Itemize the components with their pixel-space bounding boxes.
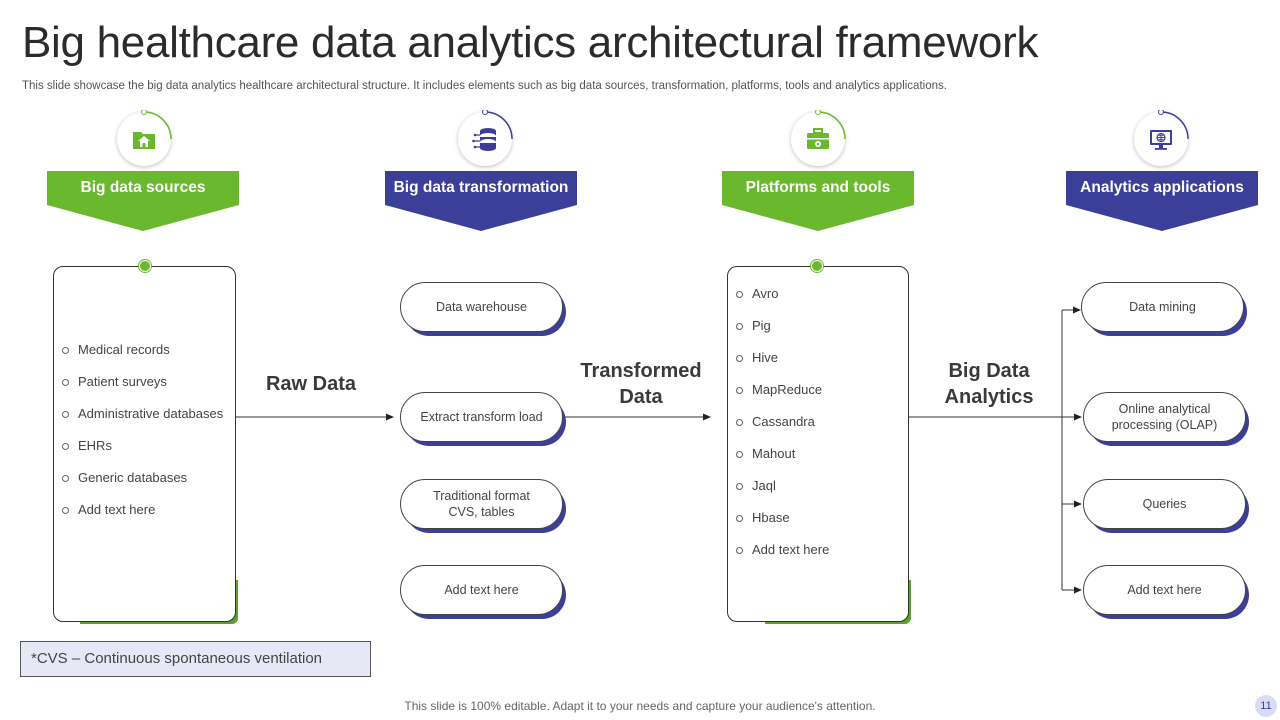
header-ribbon-applications: Analytics applications: [1066, 171, 1258, 233]
list-item: Jaql: [728, 470, 908, 502]
page-title: Big healthcare data analytics architectu…: [22, 18, 1039, 67]
circle-ring: [815, 110, 846, 140]
application-pill: Add text here: [1083, 565, 1246, 615]
list-item: Pig: [728, 310, 908, 342]
circle-ring: [482, 110, 513, 140]
flow-label-big-data-analytics: Big Data Analytics: [944, 360, 1034, 408]
application-pill: Queries: [1083, 479, 1246, 529]
folder-home-icon: [133, 132, 155, 149]
pill-label: Queries: [1142, 497, 1187, 511]
list-item: Administrative databases: [54, 398, 235, 430]
application-pill: Data mining: [1081, 282, 1244, 332]
circle-ring: [1158, 110, 1189, 140]
list-item: Mahout: [728, 438, 908, 470]
transformation-pill: Extract transform load: [400, 392, 563, 442]
list-item: Avro: [728, 278, 908, 310]
list-item: Medical records: [54, 334, 235, 366]
database-icon: [472, 128, 496, 151]
header-circle-sources: [117, 110, 172, 166]
header-circle-transformation: [458, 110, 513, 166]
pill-label: Data warehouse: [435, 300, 528, 314]
footer-text: This slide is 100% editable. Adapt it to…: [404, 699, 876, 713]
pill-label: Add text here: [1127, 583, 1202, 597]
monitor-globe-icon: [1150, 130, 1172, 150]
header-label-sources: Big data sources: [80, 179, 206, 196]
transformation-pill: Data warehouse: [400, 282, 563, 332]
header-ribbon-transformation: Big data transformation: [385, 171, 577, 233]
list-item: Add text here: [728, 534, 908, 566]
header-circle-applications: [1134, 110, 1189, 166]
pill-label: Traditional format CVS, tables: [433, 489, 530, 519]
list-item: Add text here: [54, 494, 235, 526]
list-item: EHRs: [54, 430, 235, 462]
header-label-platforms: Platforms and tools: [745, 179, 891, 196]
connector-dot: [811, 260, 823, 272]
circle-ring: [141, 110, 172, 140]
pill-label: Online analytical processing (OLAP): [1111, 402, 1218, 432]
header-label-transformation: Big data transformation: [393, 179, 569, 196]
list-item: Patient surveys: [54, 366, 235, 398]
page-subtitle: This slide showcase the big data analyti…: [22, 80, 947, 92]
sources-list: Medical records Patient surveys Administ…: [54, 334, 235, 526]
pill-label: Data mining: [1129, 300, 1196, 314]
flow-label-raw-data: Raw Data: [265, 373, 357, 395]
sources-box: Medical records Patient surveys Administ…: [53, 266, 236, 622]
header-label-applications: Analytics applications: [1080, 179, 1244, 196]
list-item: Hive: [728, 342, 908, 374]
header-ribbon-sources: Big data sources: [47, 171, 239, 233]
header-circle-platforms: [791, 110, 846, 166]
page-number: 11: [1255, 695, 1277, 717]
connector-dot: [139, 260, 151, 272]
list-item: Generic databases: [54, 462, 235, 494]
platforms-list: Avro Pig Hive MapReduce Cassandra Mahout…: [728, 278, 908, 566]
list-item: MapReduce: [728, 374, 908, 406]
list-item: Cassandra: [728, 406, 908, 438]
footnote-box: *CVS – Continuous spontaneous ventilatio…: [20, 641, 371, 677]
transformation-pill: Traditional format CVS, tables: [400, 479, 563, 529]
list-item: Hbase: [728, 502, 908, 534]
flow-label-transformed-data: Transformed Data: [580, 360, 702, 408]
transformation-pill: Add text here: [400, 565, 563, 615]
application-pill: Online analytical processing (OLAP): [1083, 392, 1246, 442]
toolbox-icon: [807, 128, 829, 149]
pill-label: Add text here: [444, 583, 519, 597]
platforms-box: Avro Pig Hive MapReduce Cassandra Mahout…: [727, 266, 909, 622]
header-ribbon-platforms: Platforms and tools: [722, 171, 914, 233]
pill-label: Extract transform load: [420, 410, 543, 424]
